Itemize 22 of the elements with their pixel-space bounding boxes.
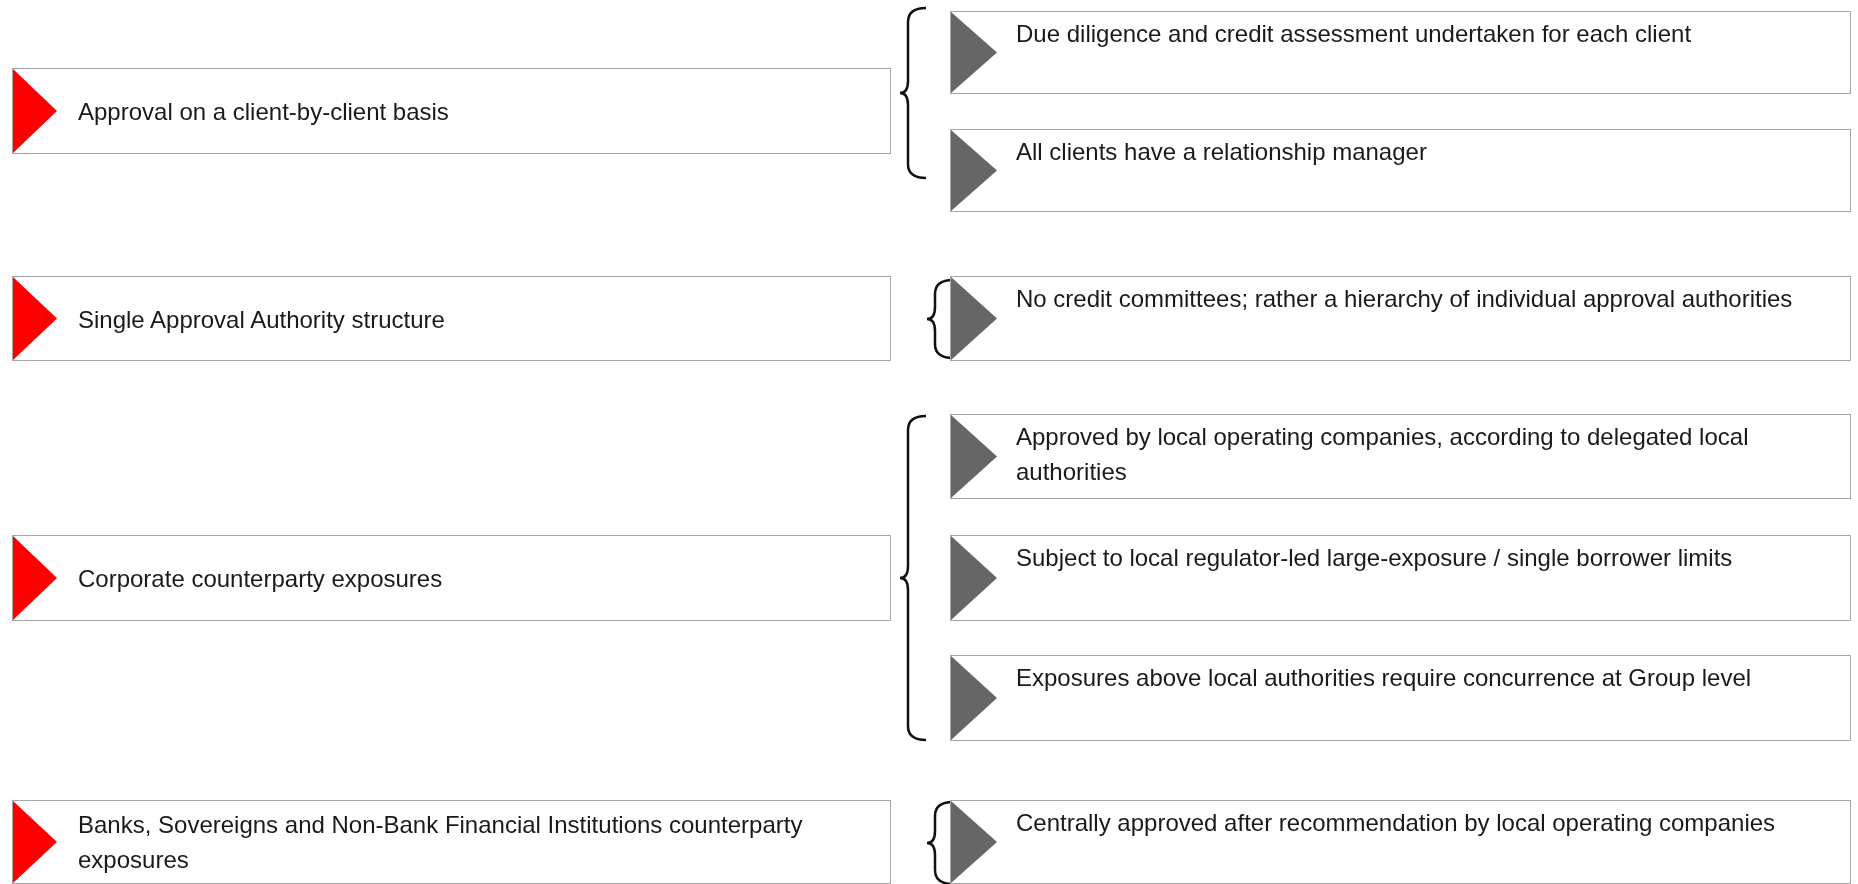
box-text: Approval on a client-by-client basis (78, 96, 450, 127)
box-text: Subject to local regulator-led large-exposure / single borrower limits (1016, 543, 1734, 573)
box-text: No credit committees; rather a hierarchy of individual approval authorities (1016, 284, 1794, 314)
category-box (12, 68, 891, 154)
box-text: Exposures above local authorities require concurrence at Group level (1016, 663, 1753, 693)
detail-box (950, 11, 1851, 94)
detail-box (950, 414, 1851, 499)
detail-box (950, 535, 1851, 621)
box-text: Single Approval Authority structure (78, 304, 446, 335)
category-box (12, 800, 891, 884)
box-text: Corporate counterparty exposures (78, 563, 444, 594)
box-text: Banks, Sovereigns and Non-Bank Financial Institutions counterparty exposures (78, 810, 804, 875)
box-text: Approved by local operating companies, according to delegated local authorities (1016, 422, 1750, 487)
detail-box (950, 800, 1851, 884)
box-text: Due diligence and credit assessment undertaken for each client (1016, 19, 1693, 49)
box-text: Centrally approved after recommendation by local operating companies (1016, 808, 1777, 838)
box-text: All clients have a relationship manager (1016, 137, 1428, 167)
detail-box (950, 655, 1851, 741)
category-box (12, 535, 891, 621)
detail-box (950, 129, 1851, 212)
detail-box (950, 276, 1851, 361)
category-box (12, 276, 891, 361)
